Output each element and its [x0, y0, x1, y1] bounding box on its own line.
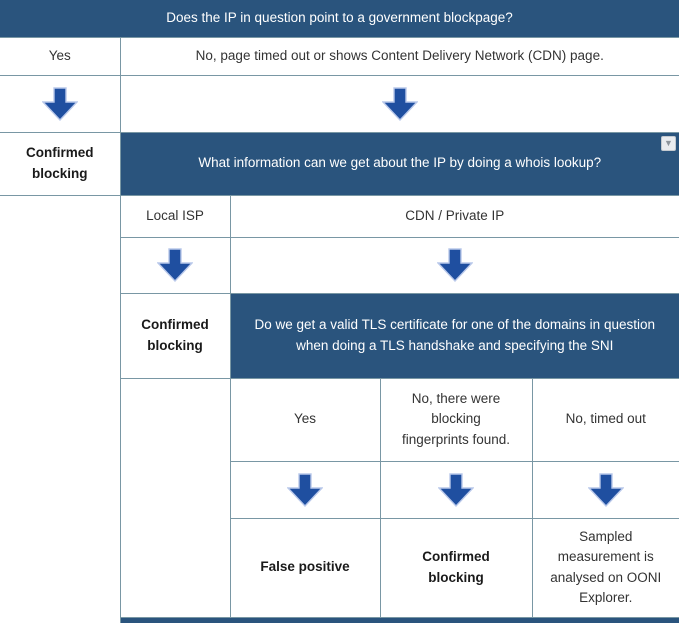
empty-cell-left: [0, 194, 121, 623]
arrow-cell: [230, 460, 381, 519]
down-arrow-icon: [41, 86, 78, 121]
answer-no-1: No, page timed out or shows Content Deli…: [119, 36, 679, 76]
outcome-confirmed-blocking-3: Confirmed blocking: [379, 517, 533, 618]
empty-cell-mid: [120, 377, 231, 618]
down-arrow-icon: [157, 248, 193, 282]
dropdown-icon[interactable]: ▼: [661, 135, 676, 151]
down-arrow-icon: [287, 472, 323, 507]
arrow-cell: [119, 74, 679, 133]
answer-timed-out: No, timed out: [531, 377, 679, 462]
arrow-cell: [120, 236, 231, 294]
answer-cdn-private-ip: CDN / Private IP: [229, 194, 679, 238]
outcome-confirmed-blocking-1: Confirmed blocking: [0, 131, 121, 196]
answer-local-isp: Local ISP: [119, 194, 231, 238]
question-2-header: What information can we get about the IP…: [119, 131, 679, 196]
answer-yes-1: Yes: [0, 36, 121, 76]
down-arrow-icon: [587, 472, 624, 507]
question-2-text: What information can we get about the IP…: [198, 155, 602, 171]
question-3-header: Do we get a valid TLS certificate for on…: [229, 292, 679, 379]
arrow-cell: [379, 460, 533, 519]
answer-fingerprints: No, there were blocking fingerprints fou…: [379, 377, 533, 462]
arrow-cell: [0, 74, 121, 133]
outcome-confirmed-blocking-2: Confirmed blocking: [120, 292, 231, 379]
down-arrow-icon: [381, 86, 418, 121]
down-arrow-icon: [436, 248, 473, 282]
next-section-bar: [120, 616, 679, 623]
outcome-false-positive: False positive: [230, 517, 381, 618]
question-1-header: Does the IP in question point to a gover…: [0, 0, 679, 38]
outcome-sampled-measurement: Sampled measurement is analysed on OONI …: [531, 517, 679, 618]
arrow-cell: [531, 460, 679, 519]
answer-yes-3: Yes: [229, 377, 381, 462]
down-arrow-icon: [438, 472, 474, 507]
arrow-cell: [229, 236, 679, 294]
